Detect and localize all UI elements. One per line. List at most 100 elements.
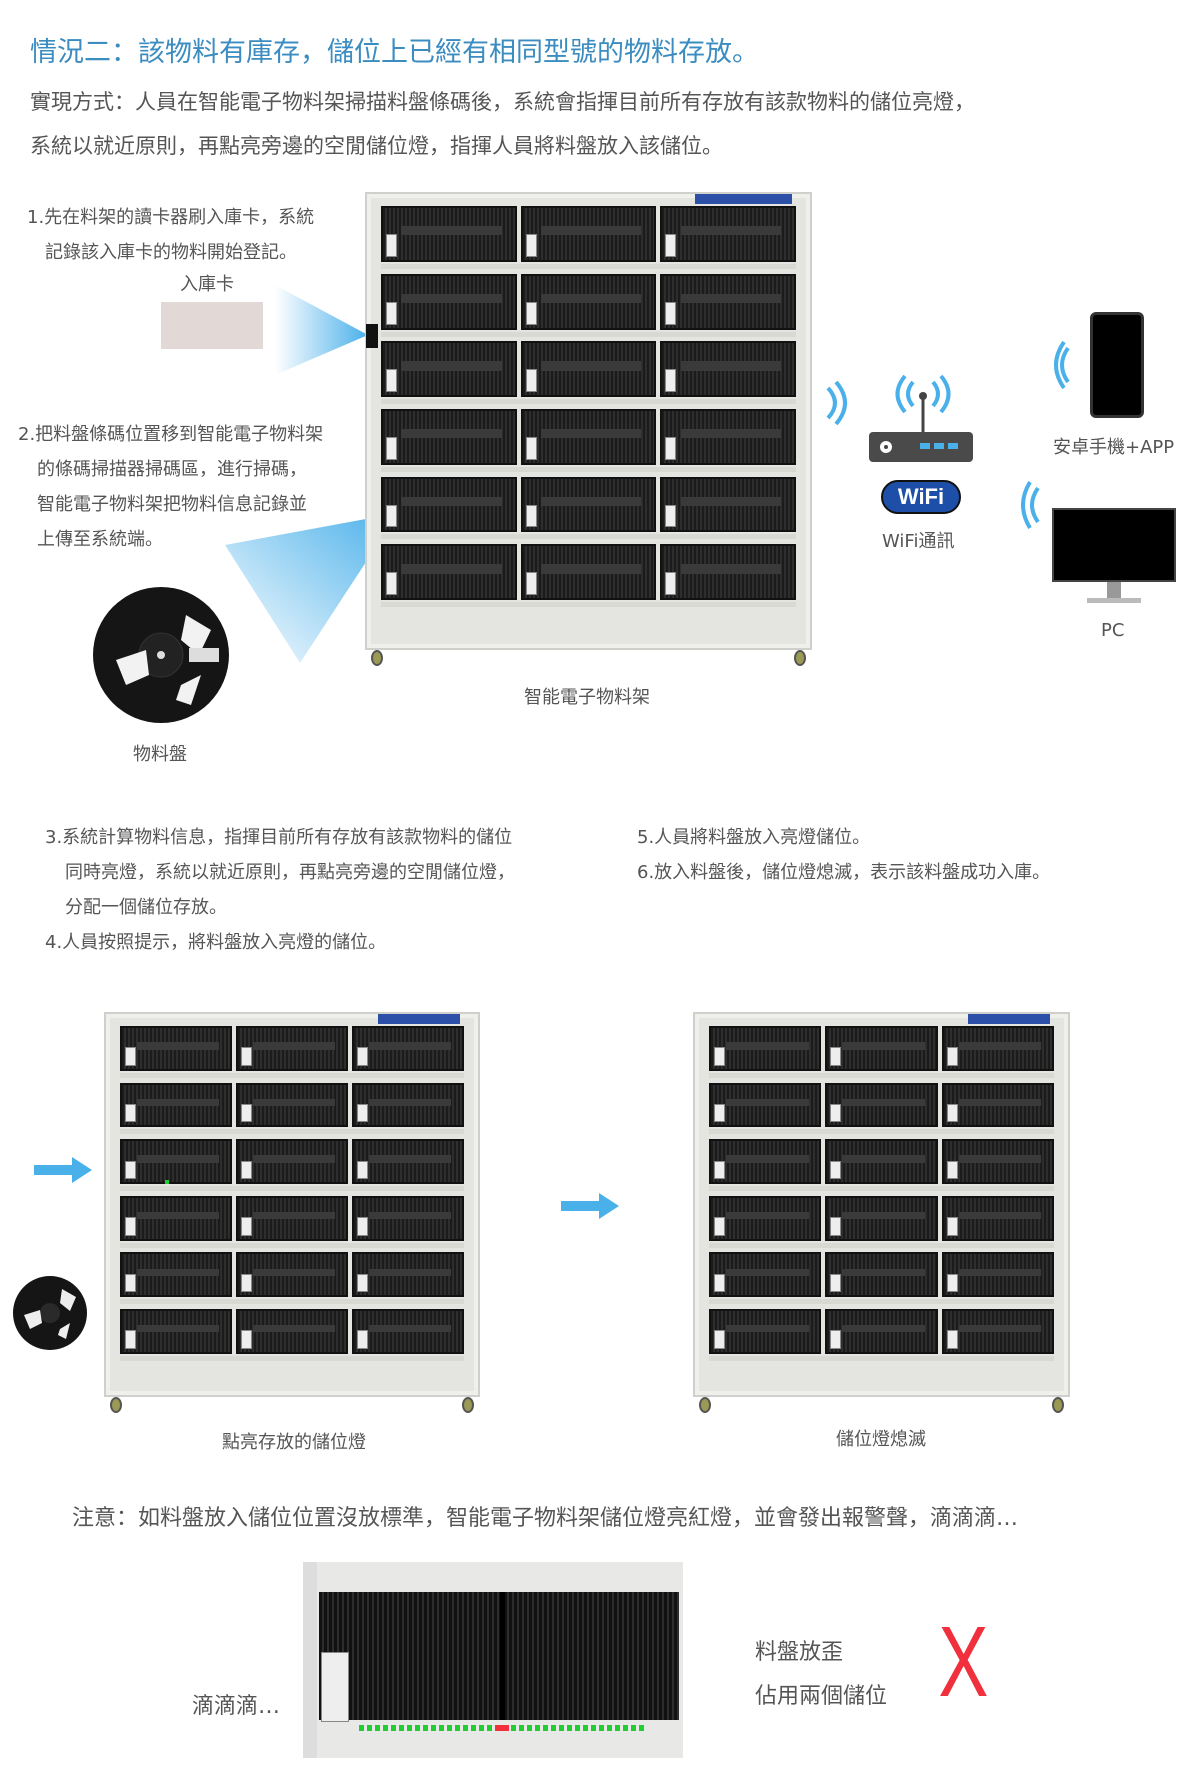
storage-slot bbox=[520, 341, 657, 398]
rack-lit bbox=[104, 1012, 480, 1413]
storage-slot bbox=[381, 544, 517, 601]
card-label: 入庫卡 bbox=[180, 274, 234, 295]
storage-slot bbox=[941, 1082, 1054, 1128]
storage-slot bbox=[825, 1195, 938, 1241]
storage-slot bbox=[825, 1252, 938, 1298]
shelf-row bbox=[381, 206, 797, 269]
storage-slot bbox=[709, 1082, 822, 1128]
storage-slot bbox=[660, 476, 797, 533]
reel-icon bbox=[13, 1276, 87, 1350]
error-text: 佔用兩個儲位 bbox=[755, 1684, 888, 1709]
caster-wheel bbox=[794, 650, 806, 666]
shelf-row bbox=[120, 1082, 464, 1135]
storage-slot bbox=[709, 1252, 822, 1298]
storage-slot bbox=[825, 1082, 938, 1128]
storage-slot bbox=[825, 1026, 938, 1071]
shelf-row bbox=[709, 1139, 1054, 1191]
led-green bbox=[165, 1180, 169, 1184]
card-reader bbox=[366, 324, 378, 348]
storage-slot bbox=[381, 476, 517, 533]
shelf-row bbox=[120, 1026, 464, 1078]
storage-slot bbox=[352, 1139, 464, 1184]
storage-slot bbox=[660, 544, 797, 601]
storage-slot bbox=[660, 341, 797, 398]
caster-wheel bbox=[110, 1397, 122, 1413]
control-panel bbox=[967, 1014, 1050, 1024]
page-title: 情況二：該物料有庫存，儲位上已經有相同型號的物料存放。 bbox=[30, 37, 759, 68]
storage-slot bbox=[236, 1195, 348, 1241]
caster-wheel bbox=[699, 1397, 711, 1413]
signal-waves-icon bbox=[1021, 480, 1040, 530]
storage-slot bbox=[660, 408, 797, 465]
shelf-area bbox=[120, 1026, 464, 1361]
router-icon bbox=[869, 374, 973, 462]
shelf-row bbox=[709, 1082, 1054, 1135]
storage-slot bbox=[236, 1252, 348, 1298]
storage-slot bbox=[236, 1082, 348, 1128]
step3-text: 同時亮燈，系統以就近原則，再點亮旁邊的空閒儲位燈， bbox=[65, 862, 515, 883]
storage-slot bbox=[941, 1026, 1054, 1071]
storage-slot bbox=[520, 206, 657, 262]
step2-text: 2.把料盤條碼位置移到智能電子物料架 bbox=[18, 424, 324, 445]
storage-slot bbox=[825, 1139, 938, 1184]
storage-slot bbox=[941, 1252, 1054, 1298]
shelf-row bbox=[709, 1308, 1054, 1361]
pc-monitor-icon bbox=[1052, 508, 1176, 603]
shelf-row bbox=[381, 273, 797, 337]
shelf-row bbox=[120, 1139, 464, 1191]
storage-slot bbox=[825, 1308, 938, 1354]
shelf-row bbox=[120, 1308, 464, 1361]
storage-slot bbox=[381, 408, 517, 465]
phone-icon bbox=[1090, 312, 1144, 418]
storage-slot bbox=[352, 1308, 464, 1354]
step2-text: 的條碼掃描器掃碼區，進行掃碼， bbox=[37, 459, 307, 480]
arrow-right-icon bbox=[561, 1193, 619, 1219]
storage-slot bbox=[120, 1195, 232, 1241]
arrow-right-icon bbox=[34, 1157, 92, 1183]
step5-text: 5.人員將料盤放入亮燈儲位。 bbox=[637, 827, 871, 848]
smart-rack bbox=[365, 192, 812, 666]
caster-wheel bbox=[1052, 1397, 1064, 1413]
storage-slot bbox=[352, 1026, 464, 1071]
storage-slot bbox=[381, 341, 517, 398]
storage-slot bbox=[120, 1308, 232, 1354]
storage-slot bbox=[120, 1082, 232, 1128]
shelf-row bbox=[381, 476, 797, 540]
shelf-row bbox=[709, 1195, 1054, 1248]
step1-text: 記錄該入庫卡的物料開始登記。 bbox=[45, 242, 297, 263]
control-panel bbox=[378, 1014, 460, 1024]
storage-slot bbox=[660, 273, 797, 330]
misplaced-reel-photo bbox=[303, 1562, 683, 1758]
shelf-row bbox=[381, 408, 797, 472]
storage-slot bbox=[709, 1026, 822, 1071]
storage-slot bbox=[236, 1308, 348, 1354]
error-text: 料盤放歪 bbox=[755, 1640, 844, 1665]
wifi-logo: WiFi bbox=[881, 480, 961, 514]
shelf-row bbox=[120, 1195, 464, 1248]
shelf-row bbox=[381, 544, 797, 608]
storage-slot bbox=[941, 1308, 1054, 1354]
rack-off bbox=[693, 1012, 1070, 1413]
storage-slot bbox=[520, 408, 657, 465]
rack-label: 智能電子物料架 bbox=[524, 687, 650, 708]
storage-slot bbox=[381, 206, 517, 262]
step4-text: 4.人員按照提示，將料盤放入亮燈的儲位。 bbox=[45, 932, 387, 953]
storage-card bbox=[161, 302, 263, 349]
scan-beam-card bbox=[275, 285, 368, 375]
storage-slot bbox=[381, 273, 517, 330]
caster-wheel bbox=[462, 1397, 474, 1413]
storage-slot bbox=[520, 476, 657, 533]
storage-slot bbox=[660, 206, 797, 262]
left-rack-caption: 點亮存放的儲位燈 bbox=[222, 1432, 366, 1453]
storage-slot bbox=[120, 1139, 232, 1184]
shelf-row bbox=[709, 1252, 1054, 1305]
storage-slot bbox=[120, 1252, 232, 1298]
step3-text: 3.系統計算物料信息，指揮目前所有存放有該款物料的儲位 bbox=[45, 827, 513, 848]
storage-slot bbox=[520, 273, 657, 330]
shelf-row bbox=[120, 1252, 464, 1305]
storage-slot bbox=[352, 1082, 464, 1128]
storage-slot bbox=[941, 1195, 1054, 1241]
subtitle-line: 系統以就近原則，再點亮旁邊的空閒儲位燈，指揮人員將料盤放入該儲位。 bbox=[30, 134, 723, 158]
storage-slot bbox=[236, 1139, 348, 1184]
step2-text: 上傳至系統端。 bbox=[37, 529, 163, 550]
